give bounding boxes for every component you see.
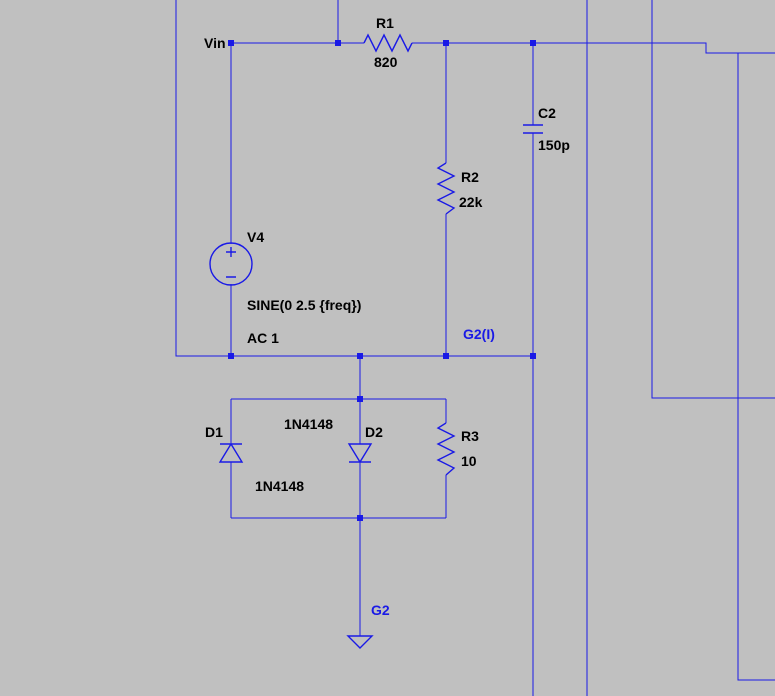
r3-value: 10 [461, 453, 477, 469]
junction-dot [443, 353, 449, 359]
r3-ref: R3 [461, 428, 479, 444]
diode-icon [347, 443, 373, 464]
resistor-icon [363, 33, 413, 53]
c2-ref: C2 [538, 105, 556, 121]
junction-dot [228, 40, 234, 46]
sine-source-icon [209, 242, 253, 286]
resistor-r3[interactable]: R3 10 [436, 422, 479, 476]
junction-dot [357, 353, 363, 359]
resistor-icon [436, 422, 456, 476]
ground-symbol[interactable] [346, 635, 374, 649]
junction-dot [335, 40, 341, 46]
r2-value: 22k [459, 194, 483, 210]
net-label-g2i: G2(I) [463, 326, 495, 342]
junction-dot [357, 396, 363, 402]
diode-d2[interactable]: D2 1N4148 [284, 416, 383, 464]
d1-ref: D1 [205, 424, 223, 440]
net-label-g2: G2 [371, 602, 390, 618]
wire-right-2[interactable] [651, 0, 775, 399]
wires [175, 0, 775, 696]
c2-value: 150p [538, 137, 570, 153]
wire-right-3[interactable] [737, 53, 775, 681]
r1-value: 820 [374, 54, 398, 70]
r1-ref: R1 [376, 15, 394, 31]
resistor-icon [436, 162, 456, 215]
junction-dot [530, 40, 536, 46]
junctions [228, 40, 536, 521]
net-label-vin: Vin [204, 35, 226, 51]
resistor-r1[interactable]: R1 820 [363, 15, 413, 70]
diode-d1[interactable]: D1 1N4148 [205, 424, 304, 494]
v4-ac: AC 1 [247, 330, 279, 346]
v4-value: SINE(0 2.5 {freq}) [247, 297, 361, 313]
diode-icon [218, 442, 244, 463]
voltage-source-v4[interactable]: V4 SINE(0 2.5 {freq}) AC 1 [209, 229, 361, 346]
v4-ref: V4 [247, 229, 264, 245]
wire-left-outer[interactable] [175, 0, 533, 357]
r2-ref: R2 [461, 169, 479, 185]
capacitor-icon [523, 124, 543, 134]
resistor-r2[interactable]: R2 22k [436, 162, 483, 215]
d2-value: 1N4148 [284, 416, 333, 432]
junction-dot [443, 40, 449, 46]
junction-dot [530, 353, 536, 359]
d1-value: 1N4148 [255, 478, 304, 494]
junction-dot [228, 353, 234, 359]
d2-ref: D2 [365, 424, 383, 440]
junction-dot [357, 515, 363, 521]
wire-top-right[interactable] [412, 42, 775, 54]
capacitor-c2[interactable]: C2 150p [523, 105, 570, 153]
ground-icon [346, 635, 374, 649]
